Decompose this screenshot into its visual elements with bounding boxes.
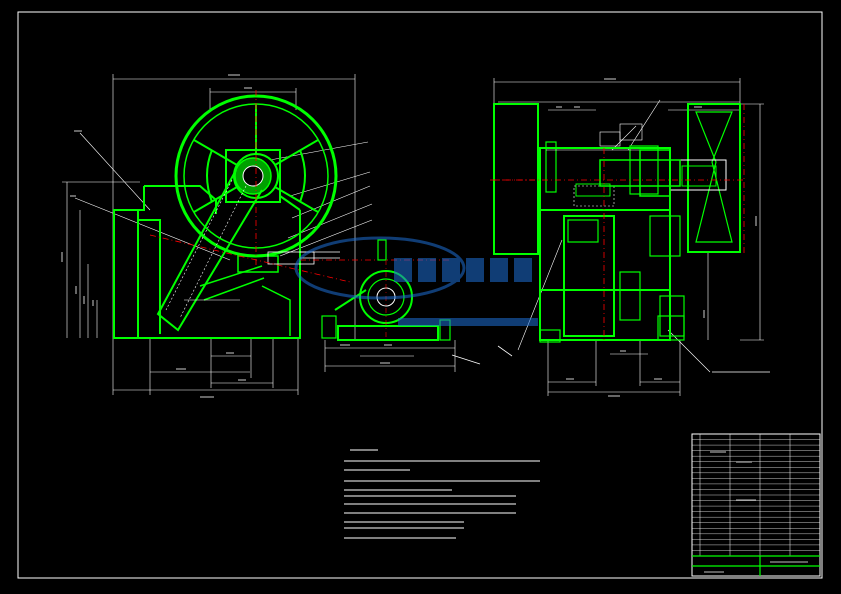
side-body	[539, 141, 685, 343]
front-view-dimensions	[62, 74, 373, 395]
motor-pulley	[669, 103, 741, 253]
swing-jaw	[156, 169, 263, 332]
side-view-centerlines	[490, 104, 745, 342]
technical-notes	[344, 449, 540, 539]
side-view	[490, 78, 770, 397]
side-view-dim-text	[497, 78, 770, 397]
eccentric-shaft-side	[599, 149, 681, 197]
toggle-mechanism	[184, 251, 340, 336]
side-view-dimensions	[493, 78, 764, 396]
crusher-frame	[113, 185, 301, 339]
flywheel-side	[493, 103, 539, 255]
title-block-text	[704, 451, 808, 573]
border-frame	[17, 11, 823, 579]
eccentric-shaft	[225, 149, 281, 203]
watermark-logo	[294, 236, 538, 326]
front-view-dim-text	[61, 74, 252, 398]
front-view	[61, 74, 452, 398]
title-block	[691, 433, 821, 577]
